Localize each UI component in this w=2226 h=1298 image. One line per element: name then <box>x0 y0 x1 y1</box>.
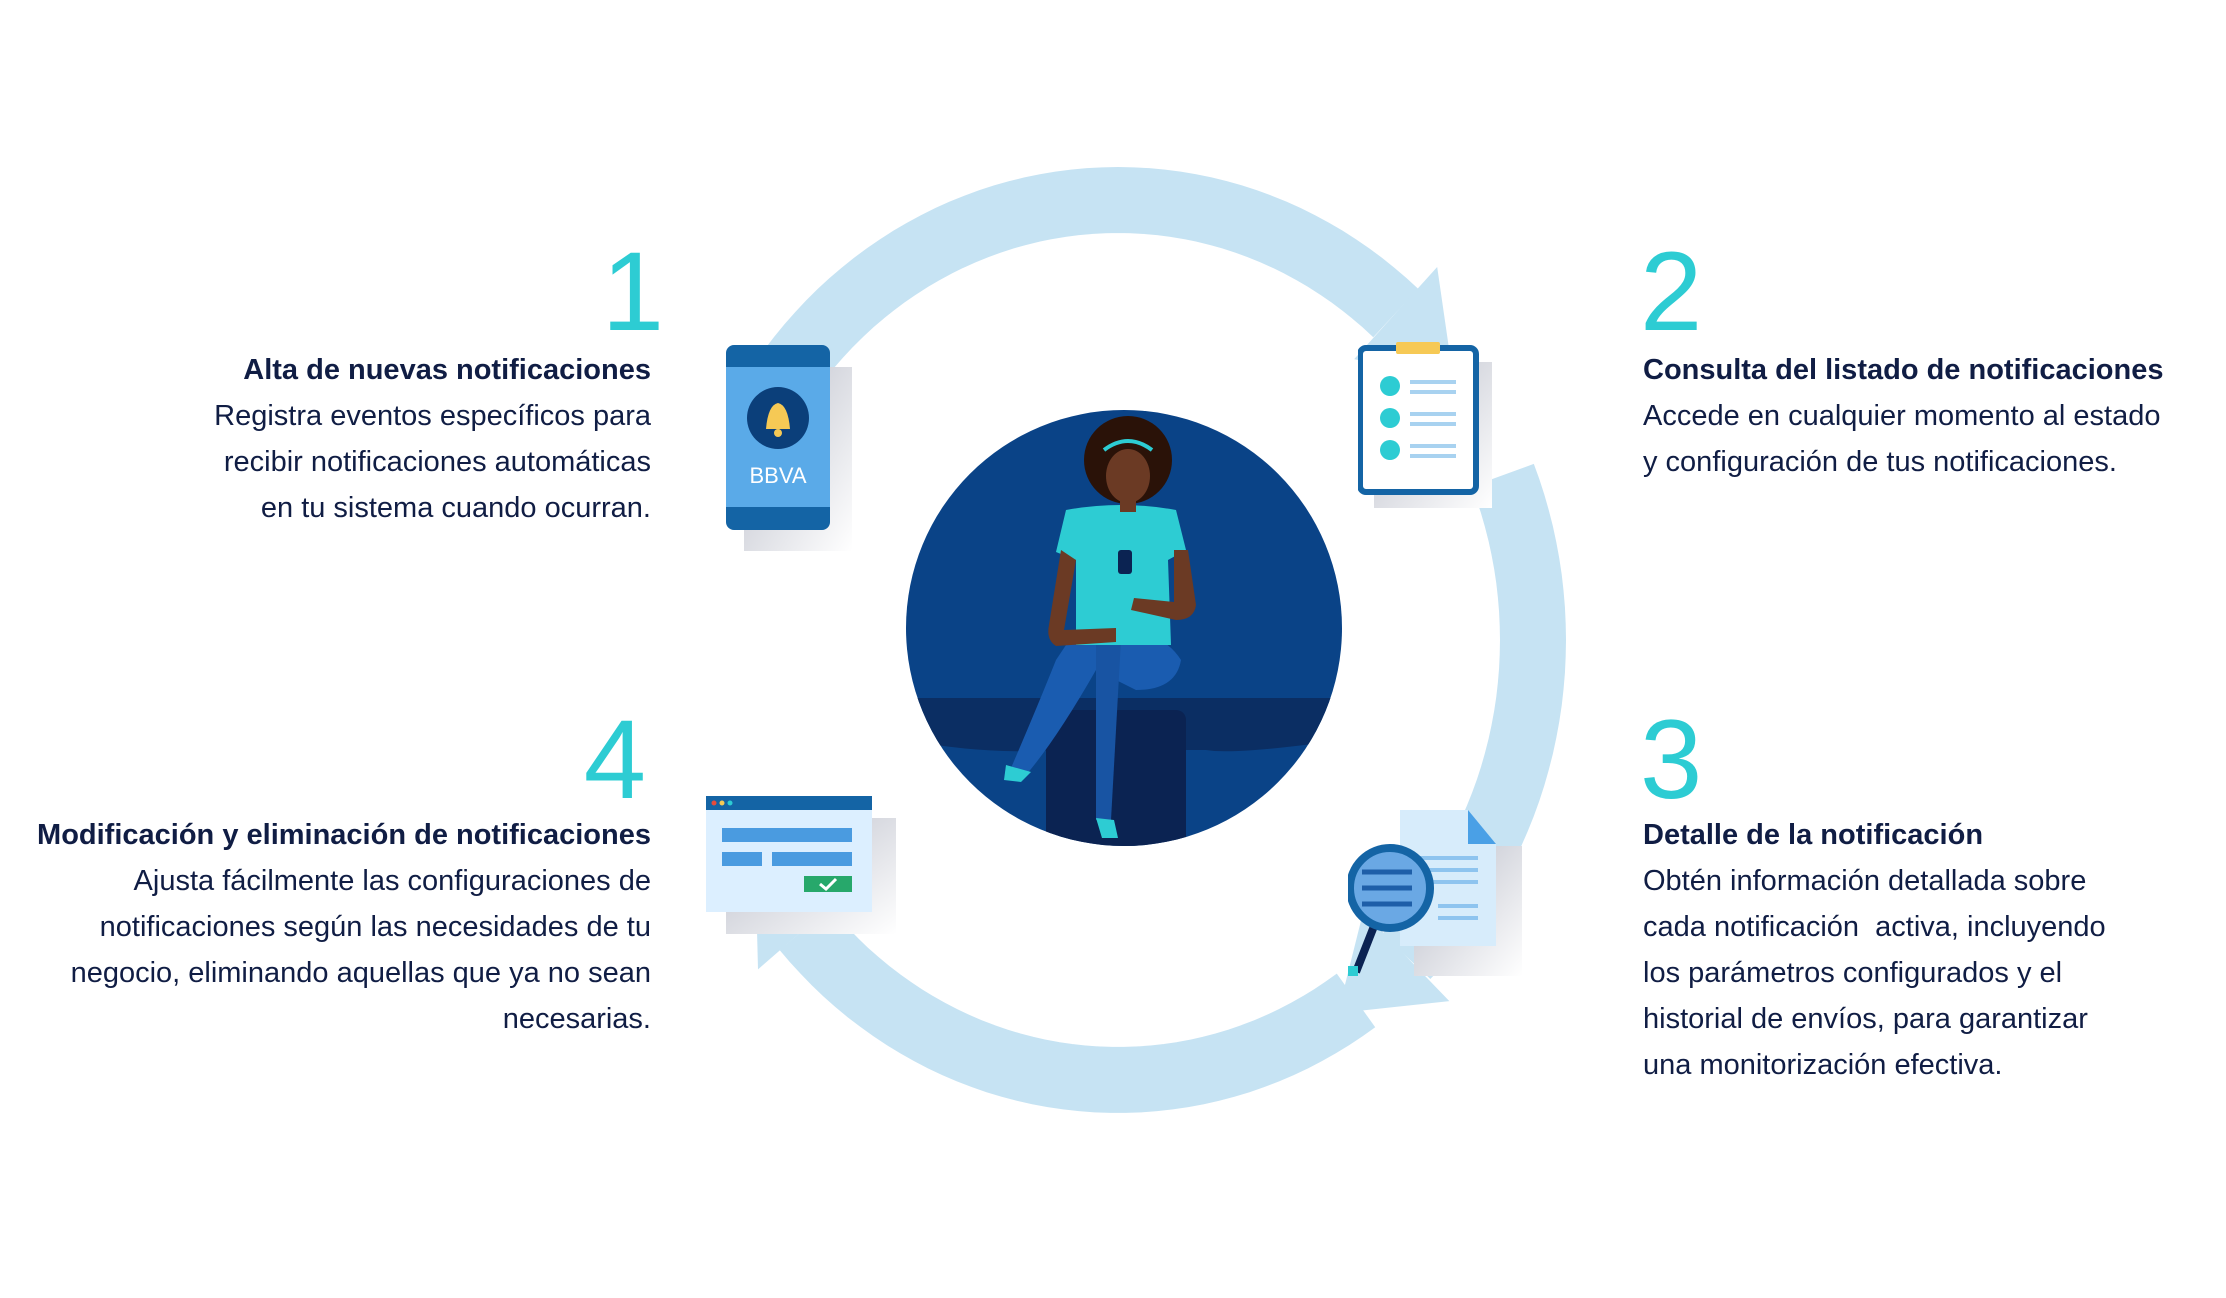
step-4-number: 4 <box>583 697 646 822</box>
step-4-line: notificaciones según las necesidades de … <box>99 911 651 943</box>
step-4-text: Modificación y eliminación de notificaci… <box>37 812 651 1042</box>
step-3-line: cada notificación activa, incluyendo <box>1643 911 2106 943</box>
step-2-number: 2 <box>1640 229 1703 354</box>
cycle-arrow-3 <box>779 907 1376 1113</box>
step-2-title: Consulta del listado de notificaciones <box>1643 354 2164 386</box>
step-3-line: historial de envíos, para garantizar <box>1643 1003 2088 1035</box>
step-2-text: Consulta del listado de notificaciones A… <box>1643 347 2163 485</box>
bell-phone-icon: BBVA <box>726 345 852 551</box>
step-3-line: una monitorización efectiva. <box>1643 1049 2003 1081</box>
step-1-line: recibir notificaciones automáticas <box>223 446 651 478</box>
step-2-line: y configuración de tus notificaciones. <box>1643 446 2117 478</box>
bbva-logo: BBVA <box>749 463 806 488</box>
step-1-line: Registra eventos específicos para <box>214 400 651 432</box>
step-3-title: Detalle de la notificación <box>1643 819 1984 851</box>
step-4-title: Modificación y eliminación de notificaci… <box>37 819 651 851</box>
step-3-line: Obtén información detallada sobre <box>1643 865 2087 897</box>
step-3-number: 3 <box>1640 697 1703 822</box>
step-1-text: Alta de nuevas notificaciones Registra e… <box>214 347 651 531</box>
step-4-line: Ajusta fácilmente las configuraciones de <box>133 865 651 897</box>
document-magnifier-icon <box>1348 810 1522 976</box>
browser-form-icon <box>706 796 896 934</box>
step-4-line: negocio, eliminando aquellas que ya no s… <box>70 957 651 989</box>
step-1-title: Alta de nuevas notificaciones <box>243 354 651 386</box>
step-1-number: 1 <box>601 229 664 354</box>
step-2-line: Accede en cualquier momento al estado <box>1643 400 2161 432</box>
cycle-arrow-1 <box>746 166 1419 413</box>
checklist-clipboard-icon <box>1358 342 1492 508</box>
person-with-phone-illustration <box>906 410 1342 846</box>
step-3-line: los parámetros configurados y el <box>1643 957 2063 989</box>
step-3-text: Detalle de la notificación Obtén informa… <box>1643 812 2106 1088</box>
step-4-line: necesarias. <box>502 1003 651 1035</box>
step-1-line: en tu sistema cuando ocurran. <box>260 492 651 524</box>
